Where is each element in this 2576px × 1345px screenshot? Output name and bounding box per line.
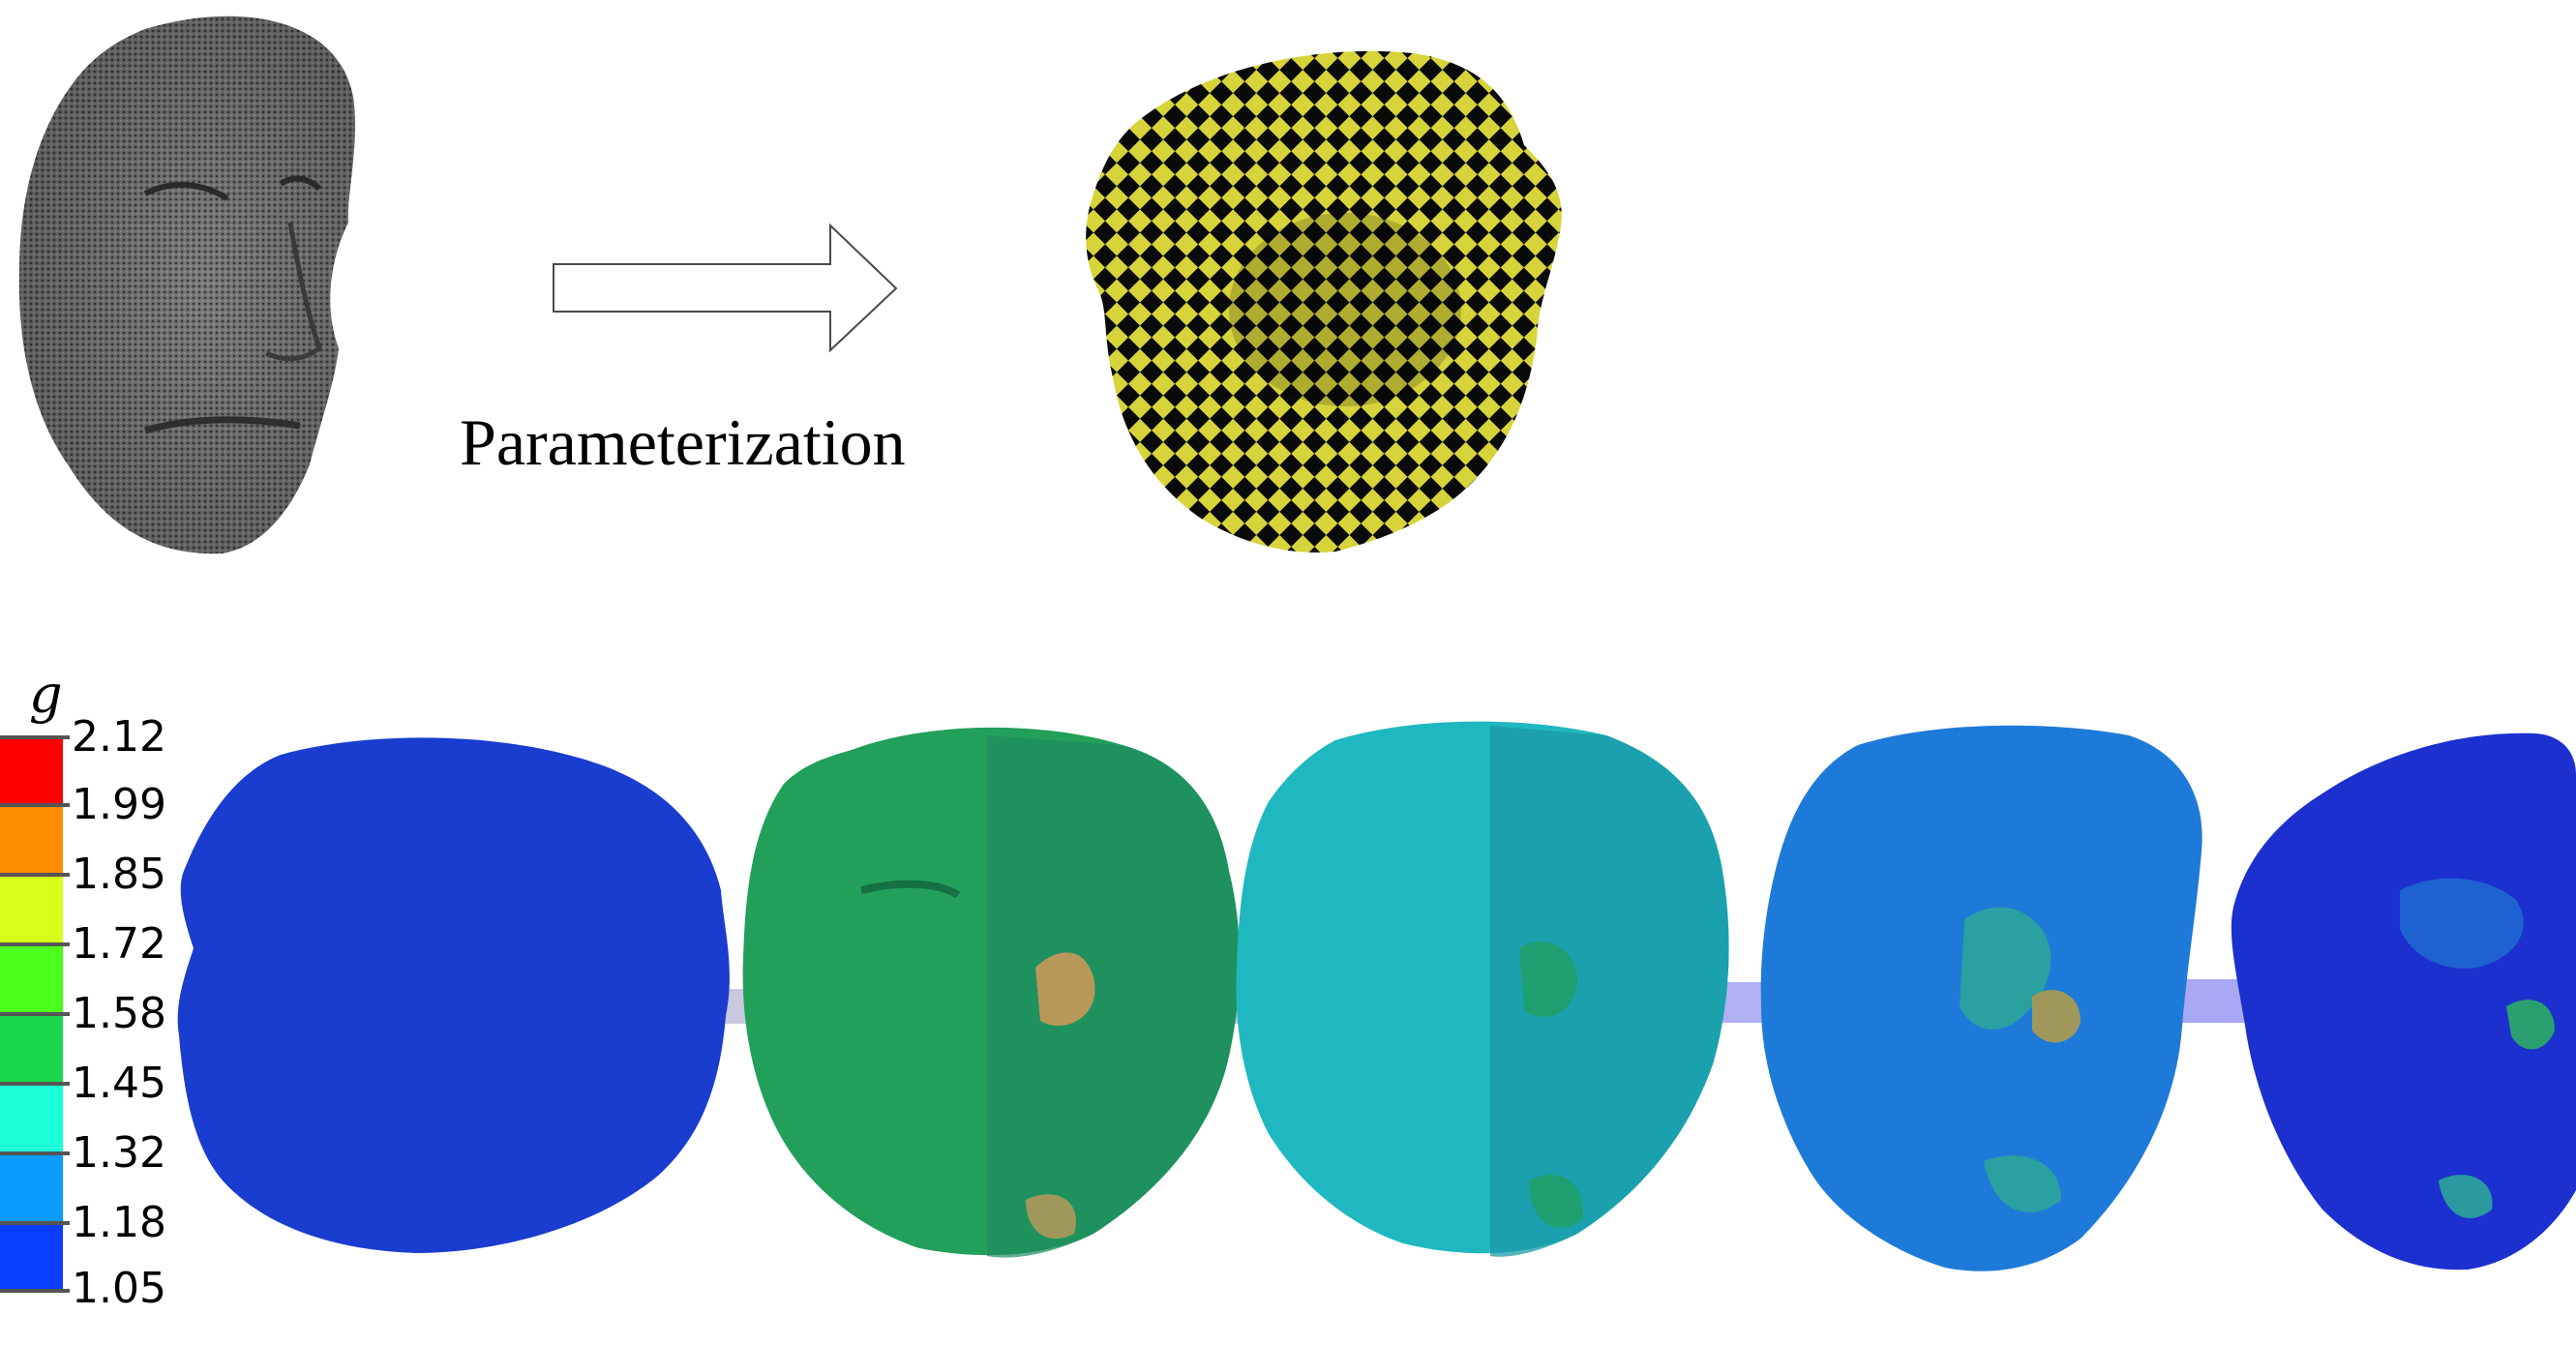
mesh-face bbox=[18, 15, 355, 554]
face-green bbox=[742, 727, 1241, 1258]
flat-disk-blue bbox=[177, 737, 730, 1253]
colorbar bbox=[0, 735, 70, 1293]
face-dark-blue bbox=[2231, 732, 2576, 1270]
face-blue bbox=[1760, 725, 2202, 1271]
colorbar-tick: 1.72 bbox=[72, 919, 166, 969]
colorbar-symbol: g bbox=[29, 664, 63, 725]
colorbar-tick: 1.99 bbox=[72, 780, 166, 829]
colorbar-tick: 1.58 bbox=[72, 989, 166, 1038]
colorbar-tick: 1.32 bbox=[72, 1128, 166, 1178]
colorbar-tick: 1.18 bbox=[72, 1198, 166, 1247]
colorbar-tick: 1.45 bbox=[72, 1059, 166, 1108]
colorbar-tick: 1.85 bbox=[72, 850, 166, 899]
parameterization-label: Parameterization bbox=[460, 405, 906, 479]
face-cyan bbox=[1236, 721, 1729, 1257]
checkerboard-disk bbox=[1086, 50, 1562, 553]
colorbar-tick: 1.05 bbox=[72, 1264, 166, 1313]
right-arrow-icon bbox=[553, 223, 898, 353]
colorbar-tick: 2.12 bbox=[72, 712, 166, 762]
